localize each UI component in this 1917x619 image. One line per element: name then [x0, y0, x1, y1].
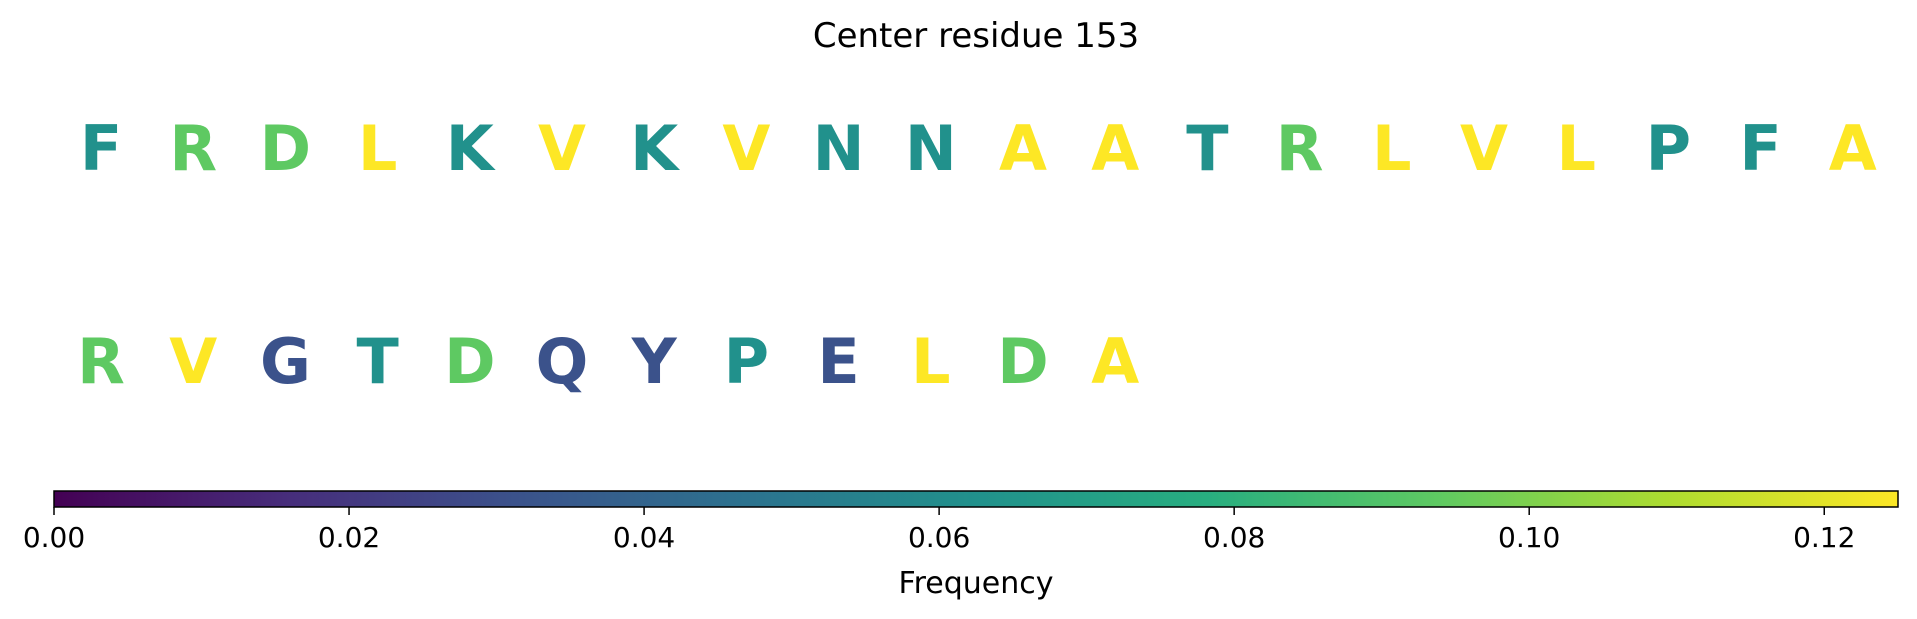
colorbar-label: Frequency	[899, 566, 1054, 601]
residue-letter: L	[1372, 112, 1412, 185]
residue-letter: Y	[631, 325, 678, 398]
residue-letter: E	[817, 325, 859, 398]
residue-letter: L	[911, 325, 951, 398]
residue-letter: F	[80, 112, 122, 185]
residue-letter: A	[1091, 112, 1139, 185]
residue-letter: V	[169, 325, 217, 398]
residue-letter: D	[997, 325, 1048, 398]
colorbar-tick-label: 0.04	[613, 521, 675, 554]
colorbar-tick-label: 0.00	[23, 521, 85, 554]
residue-letter: V	[1460, 112, 1508, 185]
residue-letter: A	[1829, 112, 1877, 185]
residue-letter: V	[538, 112, 586, 185]
colorbar	[53, 490, 1899, 508]
residue-letter: V	[722, 112, 770, 185]
residue-letter: Q	[536, 325, 589, 398]
residue-letter: A	[999, 112, 1047, 185]
colorbar-tick-label: 0.06	[908, 521, 970, 554]
residue-letter: D	[444, 325, 495, 398]
residue-letter: P	[1646, 112, 1691, 185]
residue-letter: T	[356, 325, 398, 398]
residue-letter: L	[358, 112, 398, 185]
colorbar-tick-label: 0.02	[318, 521, 380, 554]
residue-letter: G	[260, 325, 311, 398]
residue-letter: R	[77, 325, 125, 398]
residue-letter: P	[724, 325, 769, 398]
residue-letter: L	[1556, 112, 1596, 185]
colorbar-tick-label: 0.12	[1793, 521, 1855, 554]
chart-title: Center residue 153	[813, 16, 1139, 56]
residue-letter: F	[1739, 112, 1781, 185]
residue-letter: R	[1276, 112, 1324, 185]
residue-letter: N	[813, 112, 865, 185]
residue-letter: K	[630, 112, 680, 185]
residue-letter: K	[446, 112, 496, 185]
residue-letter: A	[1091, 325, 1139, 398]
residue-letter: N	[905, 112, 957, 185]
colorbar-tick-label: 0.10	[1498, 521, 1560, 554]
residue-letter: T	[1186, 112, 1228, 185]
residue-letter: D	[260, 112, 311, 185]
colorbar-ticks: 0.00 0.02 0.04 0.06 0.08 0.10 0.12	[23, 507, 1855, 554]
residue-letter: R	[169, 112, 217, 185]
colorbar-tick-label: 0.08	[1203, 521, 1265, 554]
